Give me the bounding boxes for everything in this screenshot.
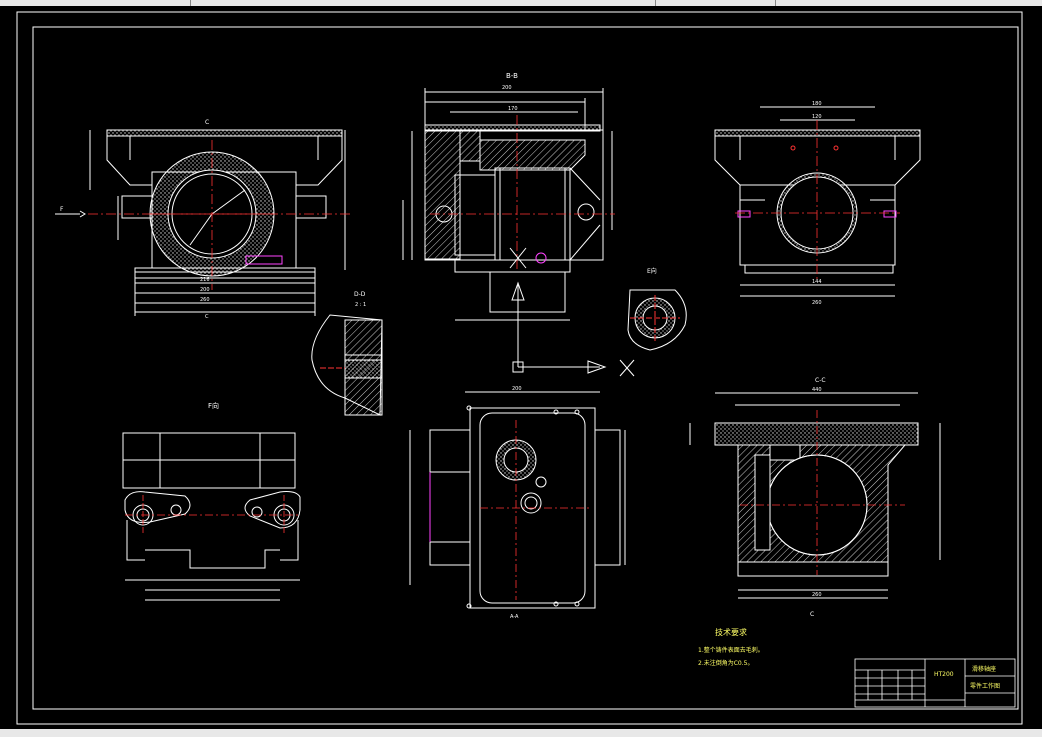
view-f (122, 432, 301, 601)
view-top-center (409, 391, 626, 609)
bottom-status-strip (0, 729, 1042, 737)
dimension-label: 200 (512, 386, 522, 392)
title-block (854, 658, 1016, 708)
dimension-label: 260 (812, 300, 822, 306)
view-side-right (714, 106, 921, 297)
detail-title: D-D (354, 291, 366, 298)
centerlines-bb (430, 115, 615, 270)
cut-label: C (810, 611, 814, 618)
inner-frame (32, 26, 1019, 710)
view-f-title: F向 (208, 401, 219, 410)
centerlines-f (125, 495, 300, 535)
top-toolbar-strip (0, 0, 1042, 6)
dimension-label: 120 (812, 114, 822, 120)
dimension-label: 260 (200, 297, 210, 303)
outer-frame (16, 11, 1023, 725)
view-e (627, 289, 687, 351)
notes-line-1: 1.整个铸件表面去毛刺。 (698, 646, 764, 654)
view-section-bb (402, 88, 613, 321)
dimension-label: 180 (812, 101, 822, 107)
technical-notes: 技术要求 1.整个铸件表面去毛刺。 2.未注倒角为C0.5。 (698, 627, 764, 667)
dimension-label: 170 (508, 106, 518, 112)
ucs-icon (509, 247, 635, 377)
toolbar-segment[interactable] (655, 0, 776, 6)
view-e-title: E向 (647, 267, 657, 275)
toolbar-segment[interactable] (190, 0, 656, 6)
cut-label: C (205, 314, 209, 320)
dimension-label: 440 (812, 387, 822, 393)
cut-label: C (205, 119, 209, 126)
view-arrow-label: F (60, 206, 64, 213)
section-title: B-B (506, 72, 518, 80)
cut-label: A-A (510, 614, 519, 620)
notes-line-2: 2.未注倒角为C0.5。 (698, 659, 753, 667)
notes-title: 技术要求 (715, 627, 747, 637)
view-section-cc (689, 392, 941, 599)
dimension-label: 200 (200, 287, 210, 293)
material-code: HT200 (934, 671, 954, 678)
view-detail-dd (311, 314, 383, 416)
section-title: C-C (815, 377, 826, 384)
toolbar-segment[interactable] (0, 0, 191, 6)
detail-scale: 2 : 1 (355, 302, 366, 308)
dimension-label: 200 (502, 85, 512, 91)
centerlines-front (88, 140, 350, 290)
drawing-name: 零件工作图 (970, 682, 1000, 690)
dimension-label: 144 (812, 279, 822, 285)
centerlines-side (735, 120, 900, 280)
dimension-label: 260 (812, 592, 822, 598)
centerlines-cc (740, 410, 905, 575)
dimension-label: 216 (200, 277, 210, 283)
part-name: 滑移轴座 (972, 665, 996, 673)
centerlines-top (480, 420, 590, 600)
